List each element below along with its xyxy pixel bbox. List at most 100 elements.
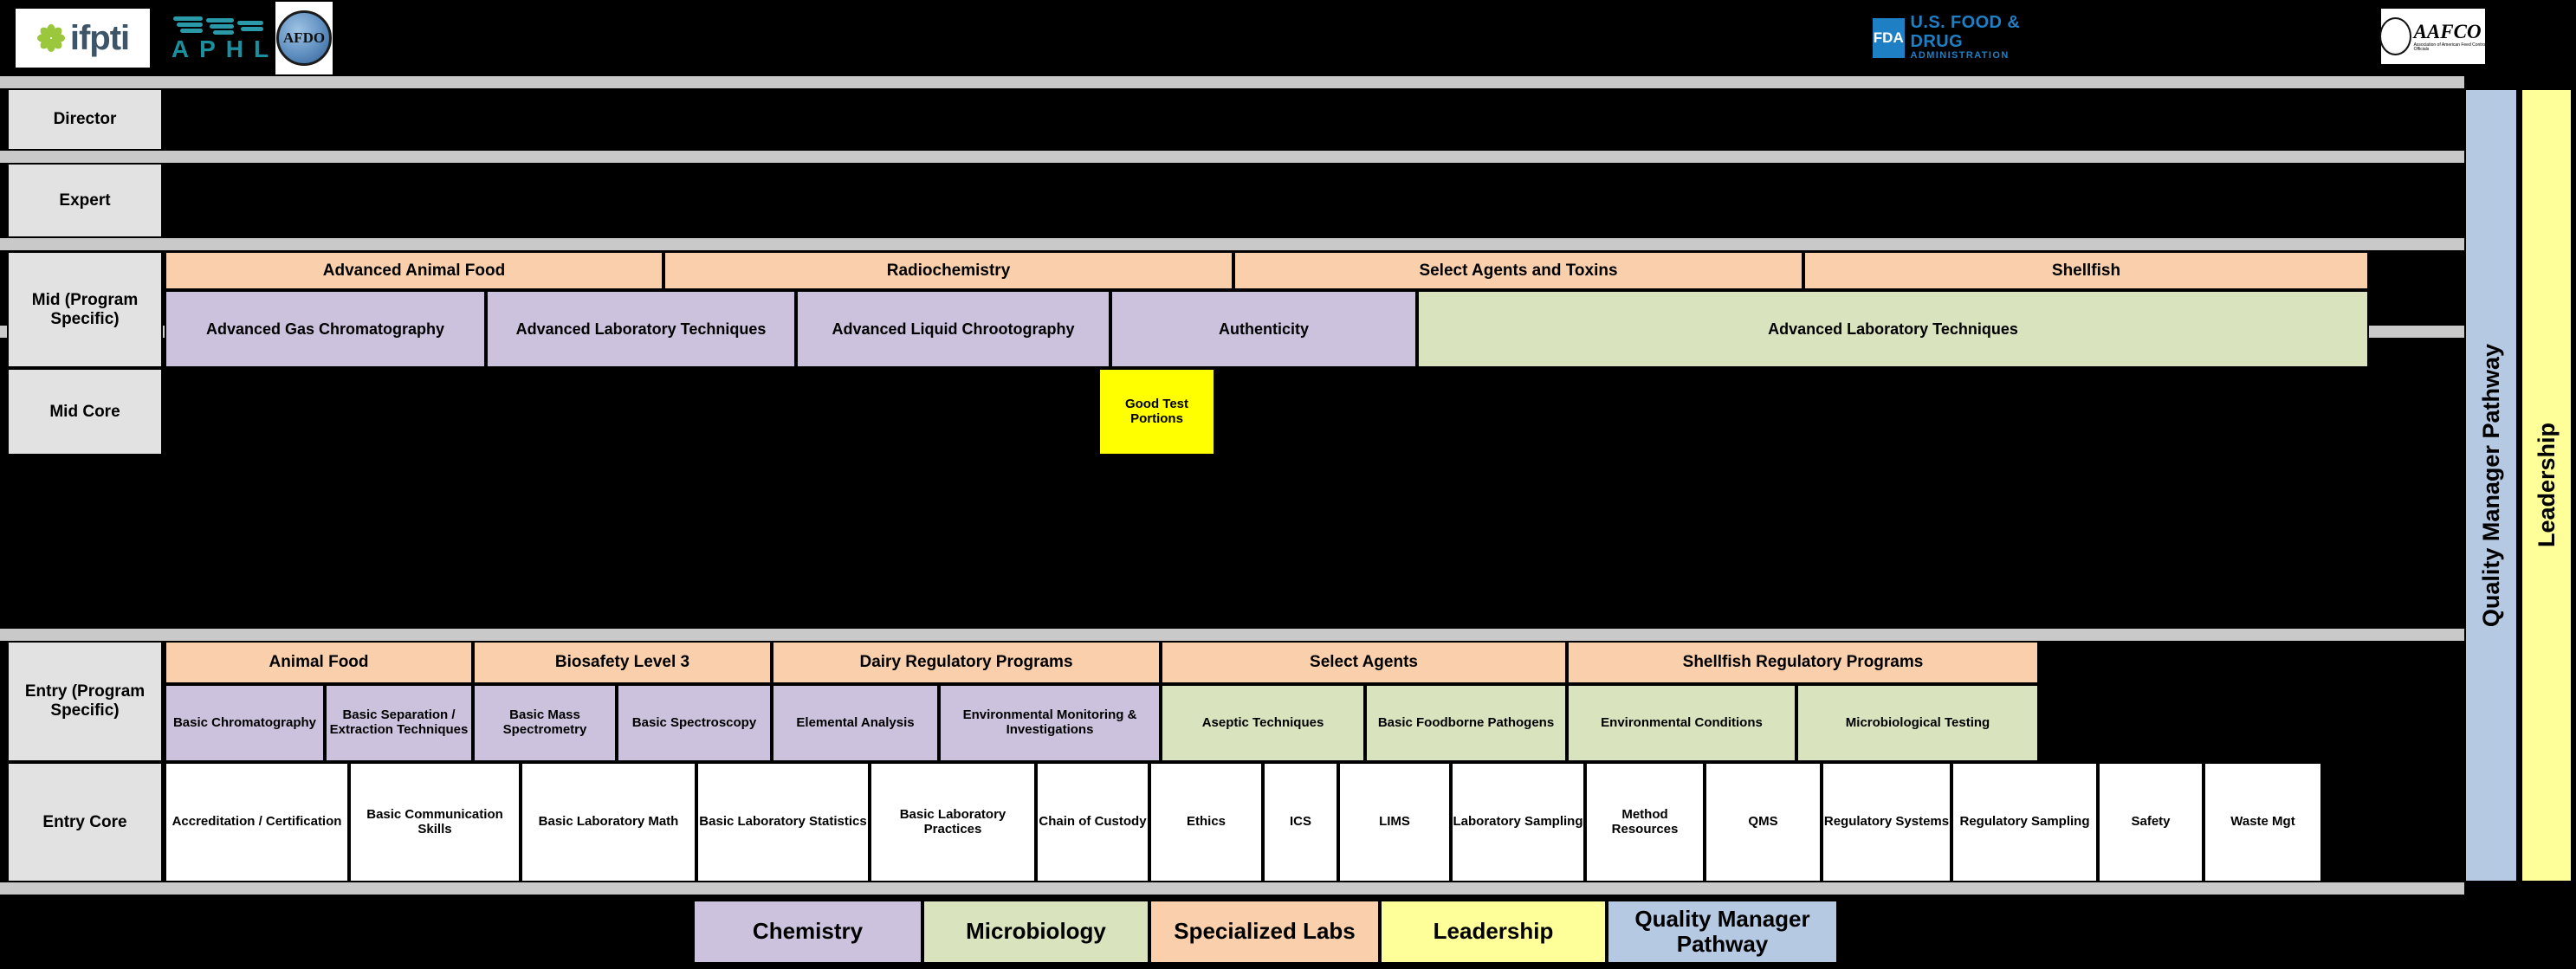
afdo-globe-icon: AFDO bbox=[276, 10, 332, 66]
entry-program-course-label: Basic Separation / Extraction Techniques bbox=[329, 707, 469, 737]
pathway-quality-manager[interactable]: Quality Manager Pathway bbox=[2464, 88, 2518, 882]
entry-program-header[interactable]: Select Agents bbox=[1161, 641, 1567, 684]
entry-program-course[interactable]: Microbiological Testing bbox=[1796, 684, 2039, 762]
entry-core-course-label: Accreditation / Certification bbox=[172, 814, 342, 830]
mid-program-course[interactable]: Authenticity bbox=[1110, 290, 1417, 368]
entry-core-course[interactable]: QMS bbox=[1705, 762, 1822, 882]
afdo-logo-text: AFDO bbox=[282, 29, 326, 46]
entry-core-course-label: Regulatory Systems bbox=[1823, 814, 1950, 830]
mid-program-course[interactable]: Advanced Laboratory Techniques bbox=[1417, 290, 2369, 368]
row-label-director: Director bbox=[7, 88, 163, 151]
entry-core-course-label: QMS bbox=[1748, 814, 1778, 830]
entry-core-course[interactable]: Regulatory Sampling bbox=[1951, 762, 2098, 882]
entry-program-course-label: Environmental Conditions bbox=[1601, 714, 1763, 730]
entry-core-course[interactable]: Basic Laboratory Statistics bbox=[696, 762, 870, 882]
aafco-seal-icon bbox=[2379, 17, 2411, 55]
pathway-leadership[interactable]: Leadership bbox=[2521, 88, 2573, 882]
mid-program-header-label: Shellfish bbox=[2051, 261, 2121, 280]
entry-program-course[interactable]: Environmental Monitoring & Investigation… bbox=[939, 684, 1161, 762]
entry-program-course[interactable]: Basic Spectroscopy bbox=[617, 684, 772, 762]
entry-program-course-label: Microbiological Testing bbox=[1845, 714, 1990, 730]
entry-program-header[interactable]: Animal Food bbox=[165, 641, 473, 684]
entry-program-course[interactable]: Environmental Conditions bbox=[1567, 684, 1796, 762]
mid-program-header[interactable]: Advanced Animal Food bbox=[165, 251, 663, 290]
entry-core-course[interactable]: Basic Laboratory Practices bbox=[870, 762, 1036, 882]
row-separator bbox=[0, 238, 2464, 250]
entry-core-course-label: ICS bbox=[1289, 814, 1311, 830]
row-separator bbox=[0, 76, 2464, 88]
mid-program-course[interactable]: Advanced Gas Chromatography bbox=[165, 290, 486, 368]
mid-program-course-label: Authenticity bbox=[1218, 320, 1309, 338]
entry-core-course-label: Chain of Custody bbox=[1039, 814, 1147, 830]
entry-core-course-label: Basic Laboratory Practices bbox=[899, 806, 1006, 837]
legend-item[interactable]: Chemistry bbox=[693, 900, 922, 964]
mid-program-course[interactable]: Advanced Laboratory Techniques bbox=[486, 290, 796, 368]
mid-program-course[interactable]: Advanced Liquid Chrootography bbox=[796, 290, 1110, 368]
entry-program-course[interactable]: Basic Foodborne Pathogens bbox=[1365, 684, 1567, 762]
entry-core-course-label: Basic Laboratory Statistics bbox=[699, 814, 867, 830]
legend-item-label: Specialized Labs bbox=[1174, 918, 1356, 945]
row-label-mid-program: Mid (Program Specific) bbox=[7, 251, 163, 368]
fda-logo-line2: ADMINISTRATION bbox=[1910, 49, 2010, 61]
mid-core-course[interactable]: Good Test Portions bbox=[1098, 368, 1215, 455]
legend-item[interactable]: Leadership bbox=[1380, 900, 1607, 964]
entry-core-course-label: Basic Laboratory Math bbox=[538, 814, 679, 830]
entry-program-course-label: Basic Mass Spectrometry bbox=[502, 707, 587, 737]
entry-core-course[interactable]: Method Resources bbox=[1585, 762, 1705, 882]
entry-program-header[interactable]: Dairy Regulatory Programs bbox=[772, 641, 1161, 684]
entry-program-header-label: Dairy Regulatory Programs bbox=[859, 653, 1073, 672]
entry-core-course[interactable]: LIMS bbox=[1338, 762, 1451, 882]
row-separator bbox=[0, 629, 2464, 641]
legend-item[interactable]: Quality Manager Pathway bbox=[1607, 900, 1838, 964]
aafco-logo-text: AAFCO bbox=[2413, 20, 2482, 42]
entry-program-course-label: Elemental Analysis bbox=[796, 714, 915, 730]
row-label-entry-program: Entry (Program Specific) bbox=[7, 641, 163, 762]
entry-core-course-label: Method Resources bbox=[1611, 806, 1679, 837]
entry-program-course[interactable]: Basic Chromatography bbox=[165, 684, 325, 762]
legend-item[interactable]: Specialized Labs bbox=[1149, 900, 1380, 964]
ifpti-flower-icon bbox=[36, 23, 66, 53]
entry-core-course[interactable]: Basic Laboratory Math bbox=[521, 762, 696, 882]
entry-core-course[interactable]: Chain of Custody bbox=[1036, 762, 1149, 882]
entry-core-course-label: Waste Mgt bbox=[2230, 814, 2295, 830]
mid-program-header[interactable]: Select Agents and Toxins bbox=[1233, 251, 1803, 290]
entry-core-course[interactable]: Laboratory Sampling bbox=[1451, 762, 1585, 882]
mid-program-header[interactable]: Shellfish bbox=[1803, 251, 2369, 290]
ifpti-logo-text: ifpti bbox=[69, 18, 130, 57]
career-matrix: Director Expert Mid (Program Specific) M… bbox=[0, 76, 2576, 895]
ifpti-logo: ifpti bbox=[16, 9, 150, 68]
entry-core-course[interactable]: Waste Mgt bbox=[2204, 762, 2322, 882]
entry-core-course[interactable]: ICS bbox=[1263, 762, 1338, 882]
legend-item-label: Chemistry bbox=[752, 918, 864, 945]
entry-core-course[interactable]: Accreditation / Certification bbox=[165, 762, 349, 882]
entry-program-course-label: Basic Foodborne Pathogens bbox=[1377, 714, 1555, 730]
entry-program-course-label: Environmental Monitoring & Investigation… bbox=[962, 707, 1137, 737]
entry-program-course[interactable]: Basic Mass Spectrometry bbox=[473, 684, 617, 762]
entry-core-course-label: Laboratory Sampling bbox=[1453, 814, 1583, 830]
pathway-quality-manager-label: Quality Manager Pathway bbox=[2477, 343, 2504, 628]
entry-program-header[interactable]: Biosafety Level 3 bbox=[473, 641, 772, 684]
afdo-logo: AFDO bbox=[275, 2, 333, 74]
legend: Chemistry Microbiology Specialized Labs Lea… bbox=[0, 895, 2576, 969]
legend-item-label: Quality Manager Pathway bbox=[1634, 905, 1810, 957]
aphl-logo: APHL bbox=[165, 5, 286, 74]
mid-program-header-label: Radiochemistry bbox=[886, 261, 1011, 280]
entry-core-course-label: Regulatory Sampling bbox=[1959, 814, 2090, 830]
entry-core-course[interactable]: Safety bbox=[2098, 762, 2204, 882]
mid-program-course-label: Advanced Laboratory Techniques bbox=[515, 320, 767, 338]
entry-program-course[interactable]: Basic Separation / Extraction Techniques bbox=[325, 684, 473, 762]
entry-core-course[interactable]: Ethics bbox=[1149, 762, 1263, 882]
mid-program-header[interactable]: Radiochemistry bbox=[663, 251, 1233, 290]
entry-program-header[interactable]: Shellfish Regulatory Programs bbox=[1567, 641, 2039, 684]
entry-program-course[interactable]: Aseptic Techniques bbox=[1161, 684, 1365, 762]
entry-program-course-label: Basic Chromatography bbox=[172, 714, 317, 730]
entry-core-course-label: Ethics bbox=[1186, 814, 1226, 830]
entry-core-course[interactable]: Regulatory Systems bbox=[1822, 762, 1951, 882]
legend-item[interactable]: Microbiology bbox=[922, 900, 1149, 964]
entry-core-course[interactable]: Basic Communication Skills bbox=[349, 762, 521, 882]
entry-program-header-label: Biosafety Level 3 bbox=[554, 653, 690, 672]
entry-program-course[interactable]: Elemental Analysis bbox=[772, 684, 939, 762]
row-label-entry-core: Entry Core bbox=[7, 762, 163, 882]
mid-program-course-label: Advanced Liquid Chrootography bbox=[832, 320, 1075, 338]
entry-program-header-label: Shellfish Regulatory Programs bbox=[1682, 653, 1924, 672]
